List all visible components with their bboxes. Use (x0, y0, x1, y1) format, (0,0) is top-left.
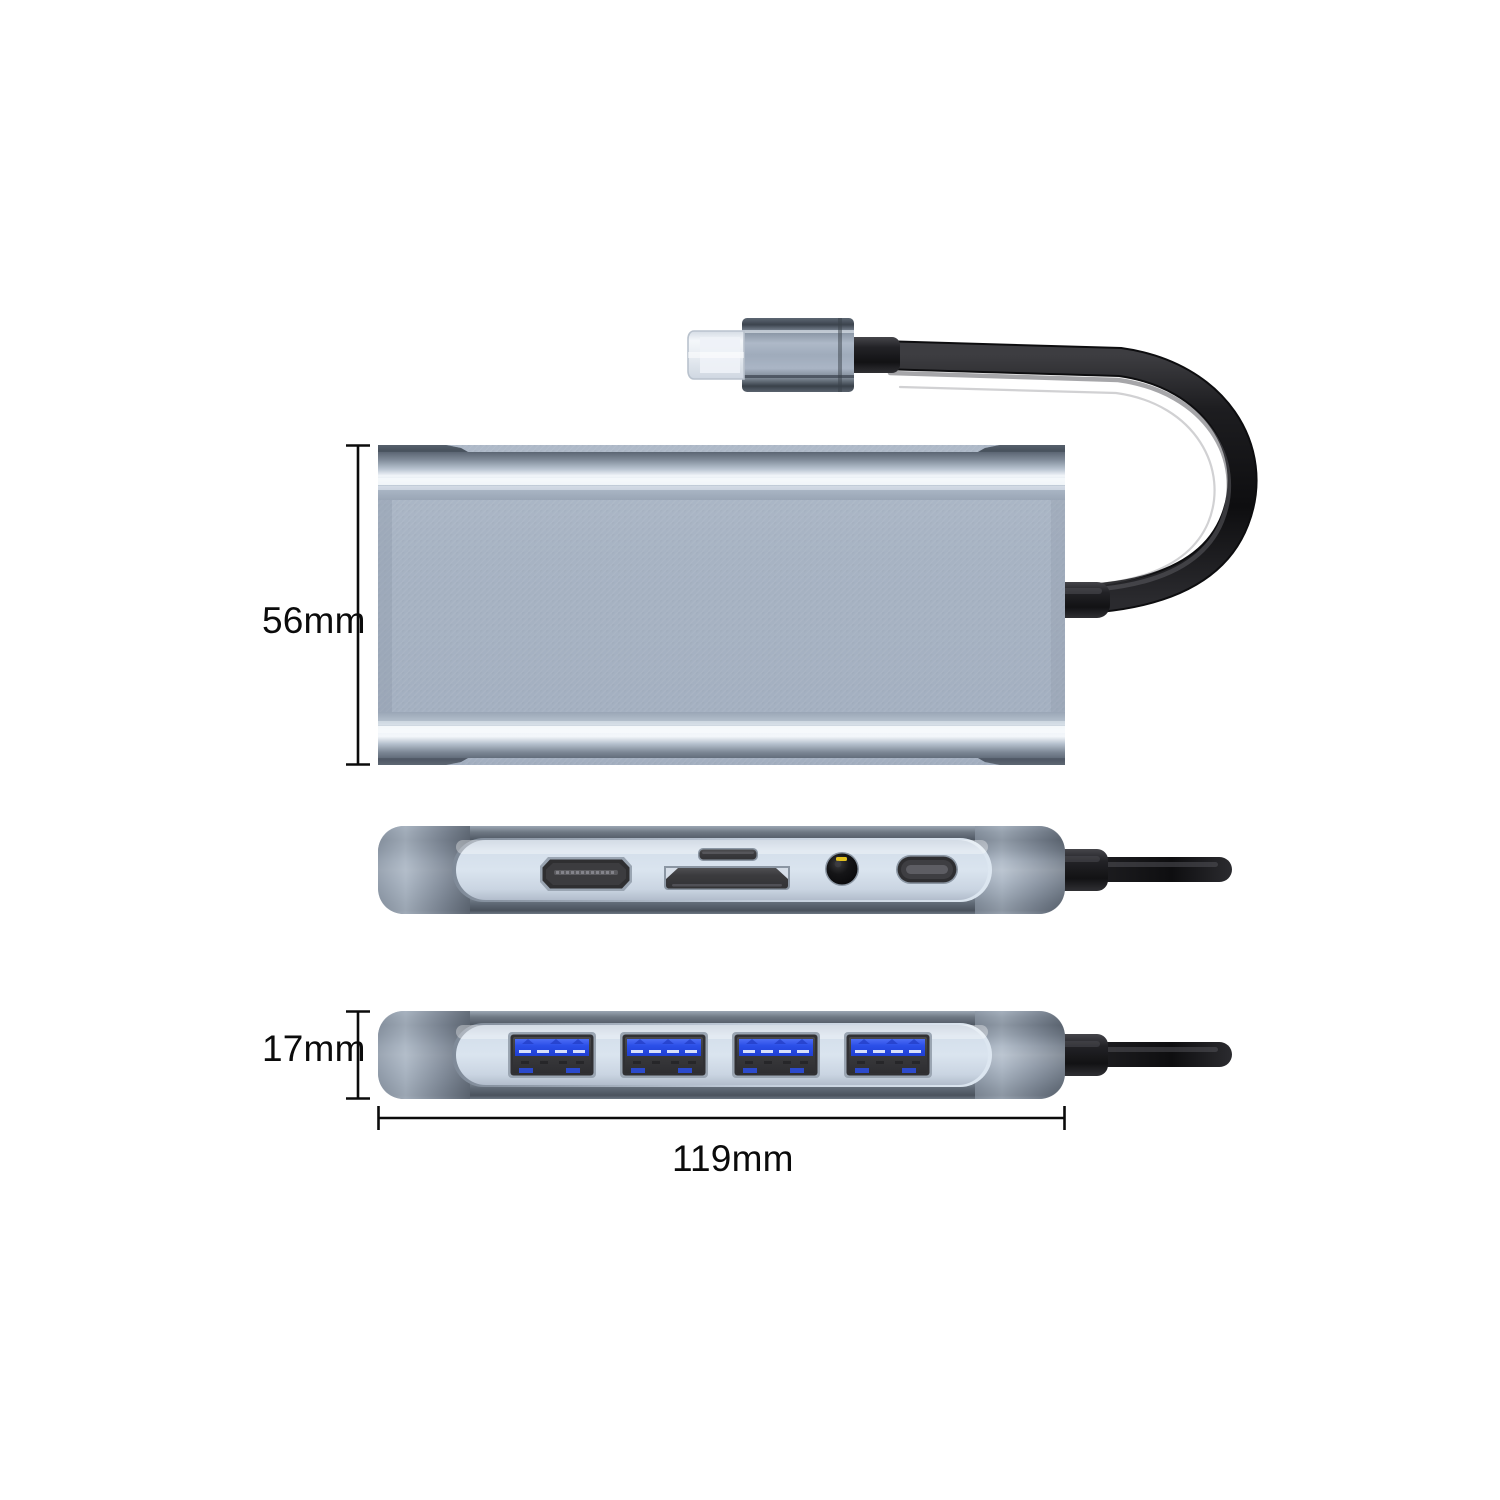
audio-jack-icon (825, 852, 859, 886)
microsd-slot-icon (698, 848, 758, 861)
dimension-label-width: 119mm (672, 1138, 794, 1179)
cable-stub-front (1040, 849, 1232, 891)
dimension-label-thickness: 17mm (262, 1028, 366, 1069)
dimension-line-thickness-17mm (346, 1010, 370, 1100)
usb-c-port-icon (896, 855, 958, 884)
cable-stub-rear (1040, 1034, 1232, 1076)
dimension-label-height: 56mm (262, 600, 366, 641)
top-view (378, 445, 1065, 765)
front-port-view (378, 826, 1232, 914)
rear-port-view (378, 1011, 1232, 1099)
usb-a-port-icon (620, 1032, 708, 1078)
usb-c-cable (865, 340, 1258, 615)
dimension-line-width-119mm (377, 1106, 1066, 1130)
hdmi-port-icon (540, 857, 632, 891)
usb-a-port-icon (844, 1032, 932, 1078)
sd-card-slot-icon (664, 866, 790, 890)
usb-a-port-icon (508, 1032, 596, 1078)
usb-c-connector (687, 318, 900, 392)
dimension-line-height-56mm (346, 444, 370, 766)
usb-a-port-icon (732, 1032, 820, 1078)
